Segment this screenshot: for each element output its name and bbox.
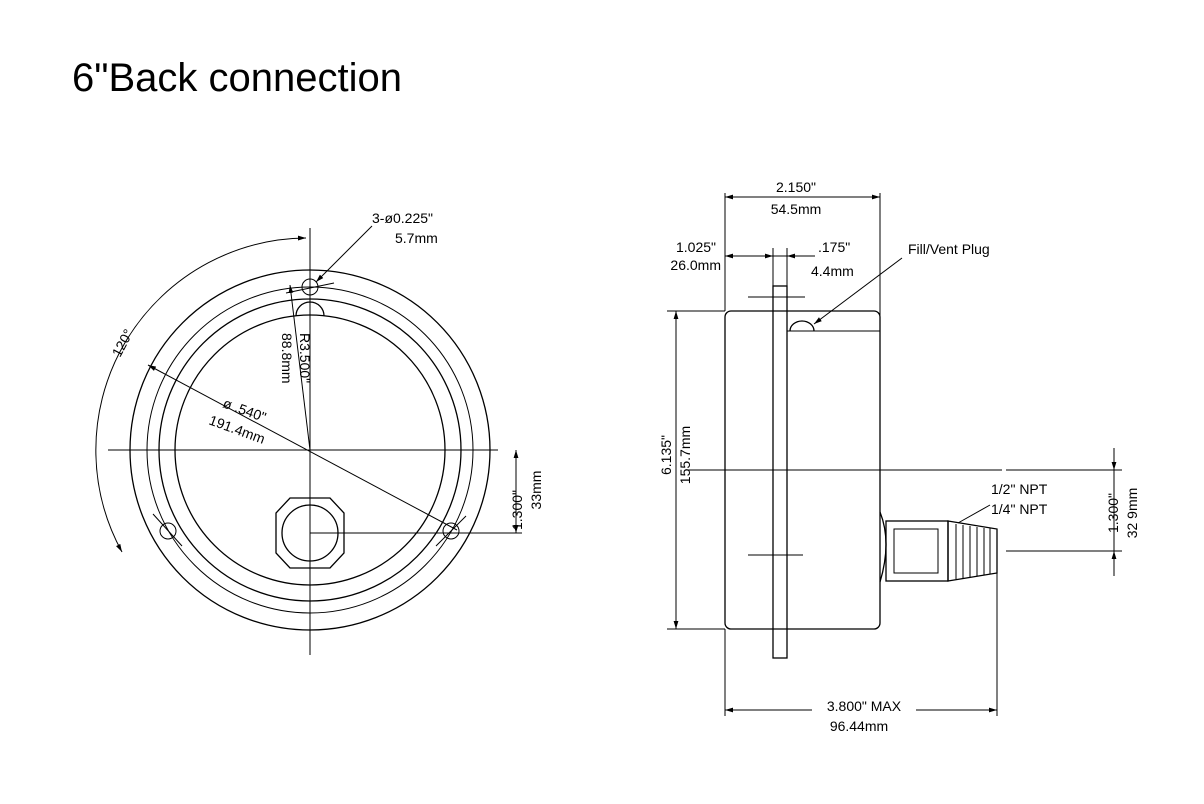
flange-thickness-label: .175" <box>818 239 850 255</box>
mounting-flange <box>772 285 788 659</box>
front-view: 3-ø0.225" 5.7mm R3.500" 88.8mm 120° ø .5… <box>95 210 544 655</box>
overall-depth-label: 2.150" <box>776 179 816 195</box>
svg-text:2.150": 2.150" <box>776 179 816 195</box>
radius-callout-mm: 88.8mm <box>279 333 295 384</box>
radius-callout: R3.500" <box>297 333 313 383</box>
height-label: 6.135" <box>658 435 674 475</box>
hole-callout-mm: 5.7mm <box>395 230 438 246</box>
max-length-mm: 96.44mm <box>830 718 888 734</box>
overall-depth-mm: 54.5mm <box>771 201 822 217</box>
flange-offset-mm: 26.0mm <box>670 257 721 273</box>
offset-callout-mm: 33mm <box>528 471 544 510</box>
npt-quarter-label: 1/4" NPT <box>991 501 1048 517</box>
flange-thickness-mm: 4.4mm <box>811 263 854 279</box>
max-length-label: 3.800" MAX <box>827 698 902 714</box>
side-offset-label: 1.300" <box>1105 493 1121 533</box>
height-mm: 155.7mm <box>677 426 693 484</box>
side-offset-mm: 32 9mm <box>1124 488 1140 539</box>
fill-vent-label: Fill/Vent Plug <box>908 241 990 257</box>
offset-callout: 1.300" <box>509 490 525 530</box>
npt-half-label: 1/2" NPT <box>991 481 1048 497</box>
angle-dimension-arc <box>95 235 307 553</box>
bolt-hole-right <box>442 522 460 540</box>
page-title: 6"Back connection <box>72 56 402 100</box>
hole-callout: 3-ø0.225" <box>372 210 433 226</box>
side-view: 2.150" 2.150" 54.5mm 1.025" 26.0mm .175"… <box>658 176 1140 734</box>
socket-body <box>885 520 949 582</box>
fill-vent-plug <box>789 320 815 332</box>
flange-offset-label: 1.025" <box>676 239 716 255</box>
